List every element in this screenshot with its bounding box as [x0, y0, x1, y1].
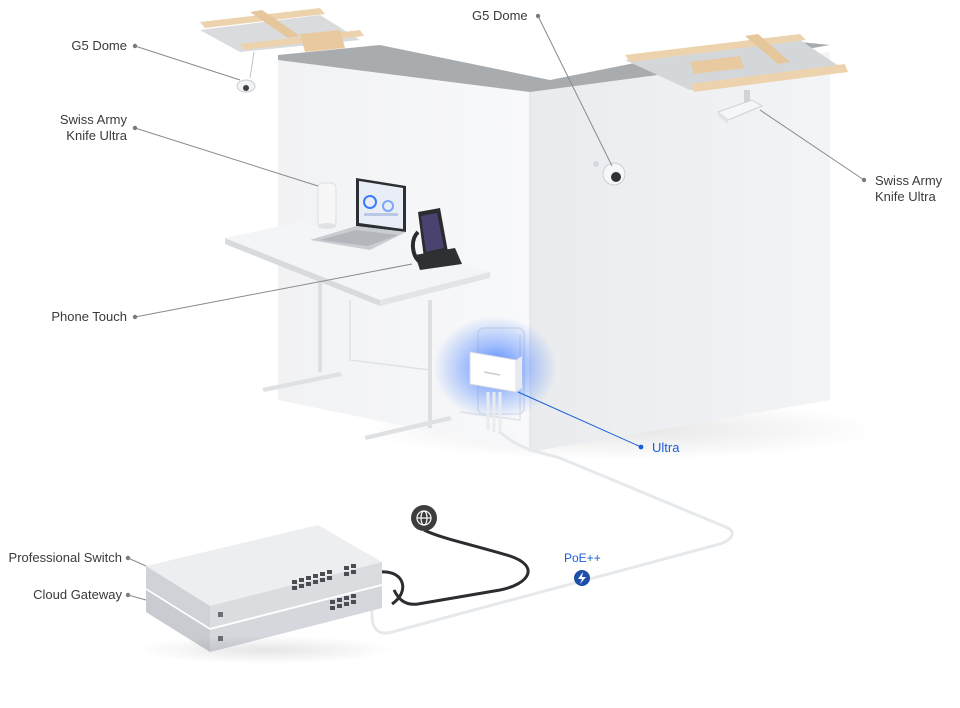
- laptop: [310, 178, 406, 250]
- label-g5-dome-top: G5 Dome: [472, 8, 528, 23]
- label-sak-right-line1: Swiss Army: [875, 173, 943, 188]
- ultra-device: [469, 351, 522, 393]
- rack-floor-shadow: [135, 636, 395, 664]
- patch-cable-loop: [379, 570, 405, 606]
- label-phone-touch: Phone Touch: [51, 309, 127, 324]
- professional-switch-device: [146, 525, 382, 628]
- swiss-army-knife-ultra-desk: [317, 182, 337, 229]
- label-g5-dome-left: G5 Dome: [71, 38, 127, 53]
- g5-dome-left-camera: [236, 51, 256, 93]
- ceiling-frame-left: [200, 8, 364, 52]
- label-poe: PoE++: [564, 551, 601, 565]
- ultra-leader-line: [517, 391, 642, 448]
- lightning-bolt-icon: [574, 570, 590, 586]
- rack-leader-lines: [127, 557, 147, 601]
- label-professional-switch: Professional Switch: [8, 550, 122, 565]
- globe-icon: [411, 505, 437, 531]
- label-sak-left-line2: Knife Ultra: [66, 128, 127, 143]
- leader-lines: [134, 15, 865, 318]
- wall-right-face: [530, 52, 830, 452]
- label-sak-left-line1: Swiss Army: [59, 112, 127, 127]
- g5-dome-wall-camera: [593, 161, 626, 186]
- label-sak-right: Swiss Army Knife Ultra: [875, 173, 942, 205]
- poe-cable: [370, 430, 734, 635]
- label-sak-right-line2: Knife Ultra: [875, 189, 936, 204]
- ultra-leader-dot: [638, 444, 644, 450]
- label-ultra: Ultra: [652, 440, 680, 455]
- phone-touch-device: [411, 208, 462, 270]
- swiss-army-knife-ultra-ceiling: [716, 90, 764, 124]
- desk: [225, 222, 490, 440]
- label-sak-left: Swiss Army Knife Ultra: [60, 112, 127, 144]
- cloud-gateway-device: [146, 586, 382, 652]
- ceiling-frame-right: [625, 34, 848, 92]
- leader-dots: [125, 13, 867, 598]
- label-cloud-gateway: Cloud Gateway: [33, 587, 122, 602]
- internet-cable: [392, 528, 530, 606]
- ultra-cables: [486, 392, 502, 434]
